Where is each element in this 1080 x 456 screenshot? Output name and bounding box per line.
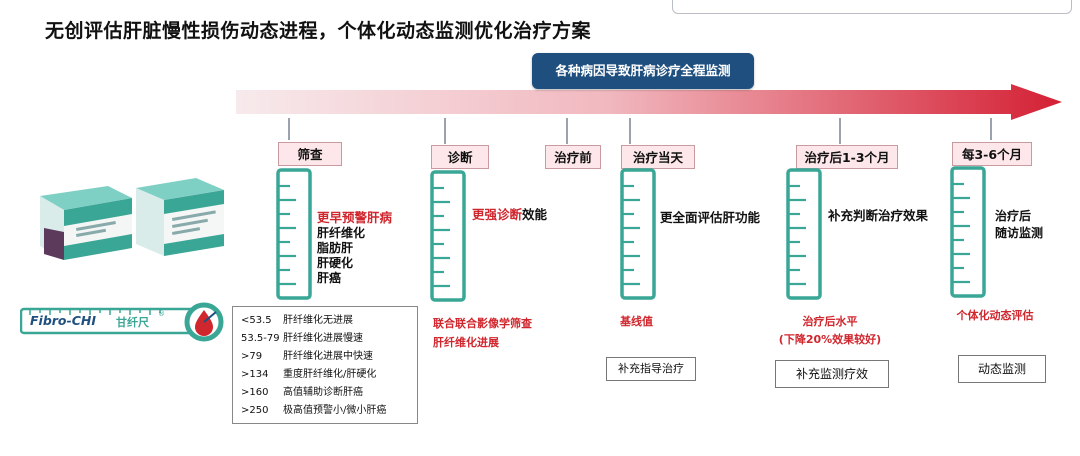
screening-item: 脂肪肝 — [317, 241, 354, 255]
treatment-day-text: 更全面评估肝功能 — [660, 210, 761, 225]
monitoring-banner: 各种病因导致肝病诊疗全程监测 — [532, 53, 754, 89]
logo-registered-mark: ® — [158, 310, 165, 318]
periodic-note: 个体化动态评估 — [956, 309, 1034, 322]
periodic-text-line: 随访监测 — [995, 226, 1044, 240]
top-panel-frame — [672, 0, 1072, 14]
treatment-day-note: 基线值 — [620, 315, 653, 328]
ruler-icon — [786, 168, 822, 300]
logo-latin-text: Fibro-CHI — [30, 313, 96, 328]
timeline-tick — [444, 118, 446, 144]
screening-item: 肝硬化 — [317, 256, 354, 270]
stage-screening: 筛查 — [278, 142, 342, 166]
product-boxes-image — [40, 178, 224, 260]
timeline-tick — [566, 118, 568, 144]
stage-pre-treatment: 治疗前 — [545, 145, 601, 169]
diagnosis-text: 更强诊断效能 — [472, 207, 547, 222]
timeline-tick — [990, 118, 992, 140]
timeline-tick — [288, 118, 290, 140]
stage-diagnosis: 诊断 — [431, 145, 489, 169]
diagnosis-rest: 效能 — [522, 207, 548, 222]
after-treatment-note-line: 治疗后水平 — [802, 315, 858, 328]
timeline-arrow — [236, 84, 1062, 120]
stage-periodic: 每3-6个月 — [952, 142, 1032, 166]
page-title: 无创评估肝脏慢性损伤动态进程，个体化动态监测优化治疗方案 — [45, 20, 592, 42]
periodic-text-line: 治疗后 — [995, 209, 1032, 223]
ruler-icon — [620, 168, 656, 300]
screening-item: 肝癌 — [317, 271, 342, 285]
ruler-icon — [950, 166, 986, 298]
diagnosis-highlight: 更强诊断 — [472, 207, 523, 222]
ruler-icon — [430, 170, 466, 302]
diagnosis-note-line: 联合联合影像学筛查 — [433, 317, 532, 330]
logo-ruler-icon — [20, 302, 224, 342]
logo-cn-text: 甘纤尺 — [116, 316, 149, 329]
after-treatment-text: 补充判断治疗效果 — [828, 208, 929, 223]
after-treatment-box: 补充监测疗效 — [775, 360, 889, 388]
after-treatment-note-line: (下降20%效果较好) — [778, 333, 882, 346]
screening-item: 肝纤维化 — [317, 226, 366, 240]
timeline-tick — [839, 118, 841, 144]
timeline-tick — [629, 118, 631, 144]
diagnosis-note-line: 肝纤维化进展 — [433, 336, 499, 349]
stage-after-treatment: 治疗后1-3个月 — [796, 145, 898, 169]
periodic-box: 动态监测 — [958, 355, 1046, 383]
screening-highlight: 更早预警肝病 — [317, 210, 393, 225]
ruler-icon — [276, 168, 312, 300]
treatment-day-box: 补充指导治疗 — [606, 357, 696, 381]
stage-treatment-day: 治疗当天 — [621, 145, 695, 169]
